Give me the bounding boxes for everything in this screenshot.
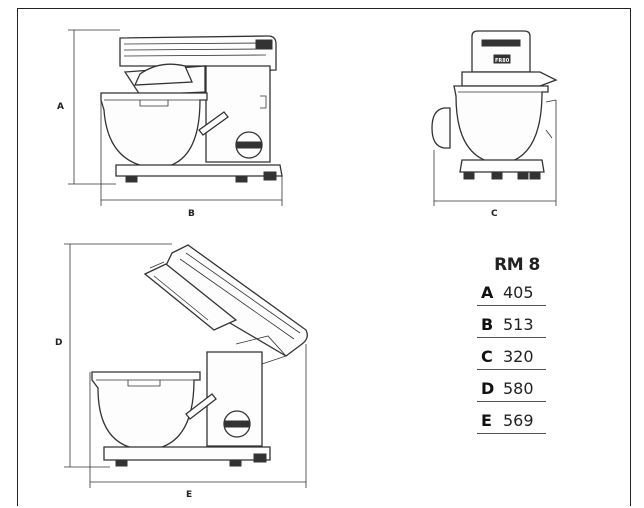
front-badge-text: FR80 — [495, 58, 510, 64]
spec-value: 320 — [503, 347, 534, 366]
dimension-label-a: A — [57, 102, 64, 112]
spec-key: B — [481, 315, 494, 334]
spec-row-a: A 405 — [477, 283, 546, 306]
model-name: RM 8 — [494, 255, 540, 275]
side-view-mixer: A B — [57, 29, 283, 219]
spec-key: E — [481, 411, 492, 430]
spec-key: C — [481, 347, 493, 366]
dimension-label-b: B — [188, 209, 195, 219]
dimension-label-d: D — [55, 338, 62, 348]
dimension-label-e: E — [186, 490, 192, 500]
tilted-view-mixer: D E — [55, 243, 308, 500]
spec-value: 569 — [503, 411, 534, 430]
front-view-mixer: FR80 C — [431, 30, 558, 219]
spec-row-d: D 580 — [477, 379, 546, 402]
spec-key: D — [481, 379, 495, 398]
spec-value: 513 — [503, 315, 534, 334]
spec-row-e: E 569 — [477, 411, 546, 434]
spec-row-c: C 320 — [477, 347, 546, 370]
spec-row-b: B 513 — [477, 315, 546, 338]
dimension-spec-table: RM 8 A 405 B 513 C 320 D 580 E 569 — [477, 255, 557, 443]
spec-key: A — [481, 283, 494, 302]
spec-value: 580 — [503, 379, 534, 398]
spec-value: 405 — [503, 283, 534, 302]
dimension-label-c: C — [491, 209, 498, 219]
